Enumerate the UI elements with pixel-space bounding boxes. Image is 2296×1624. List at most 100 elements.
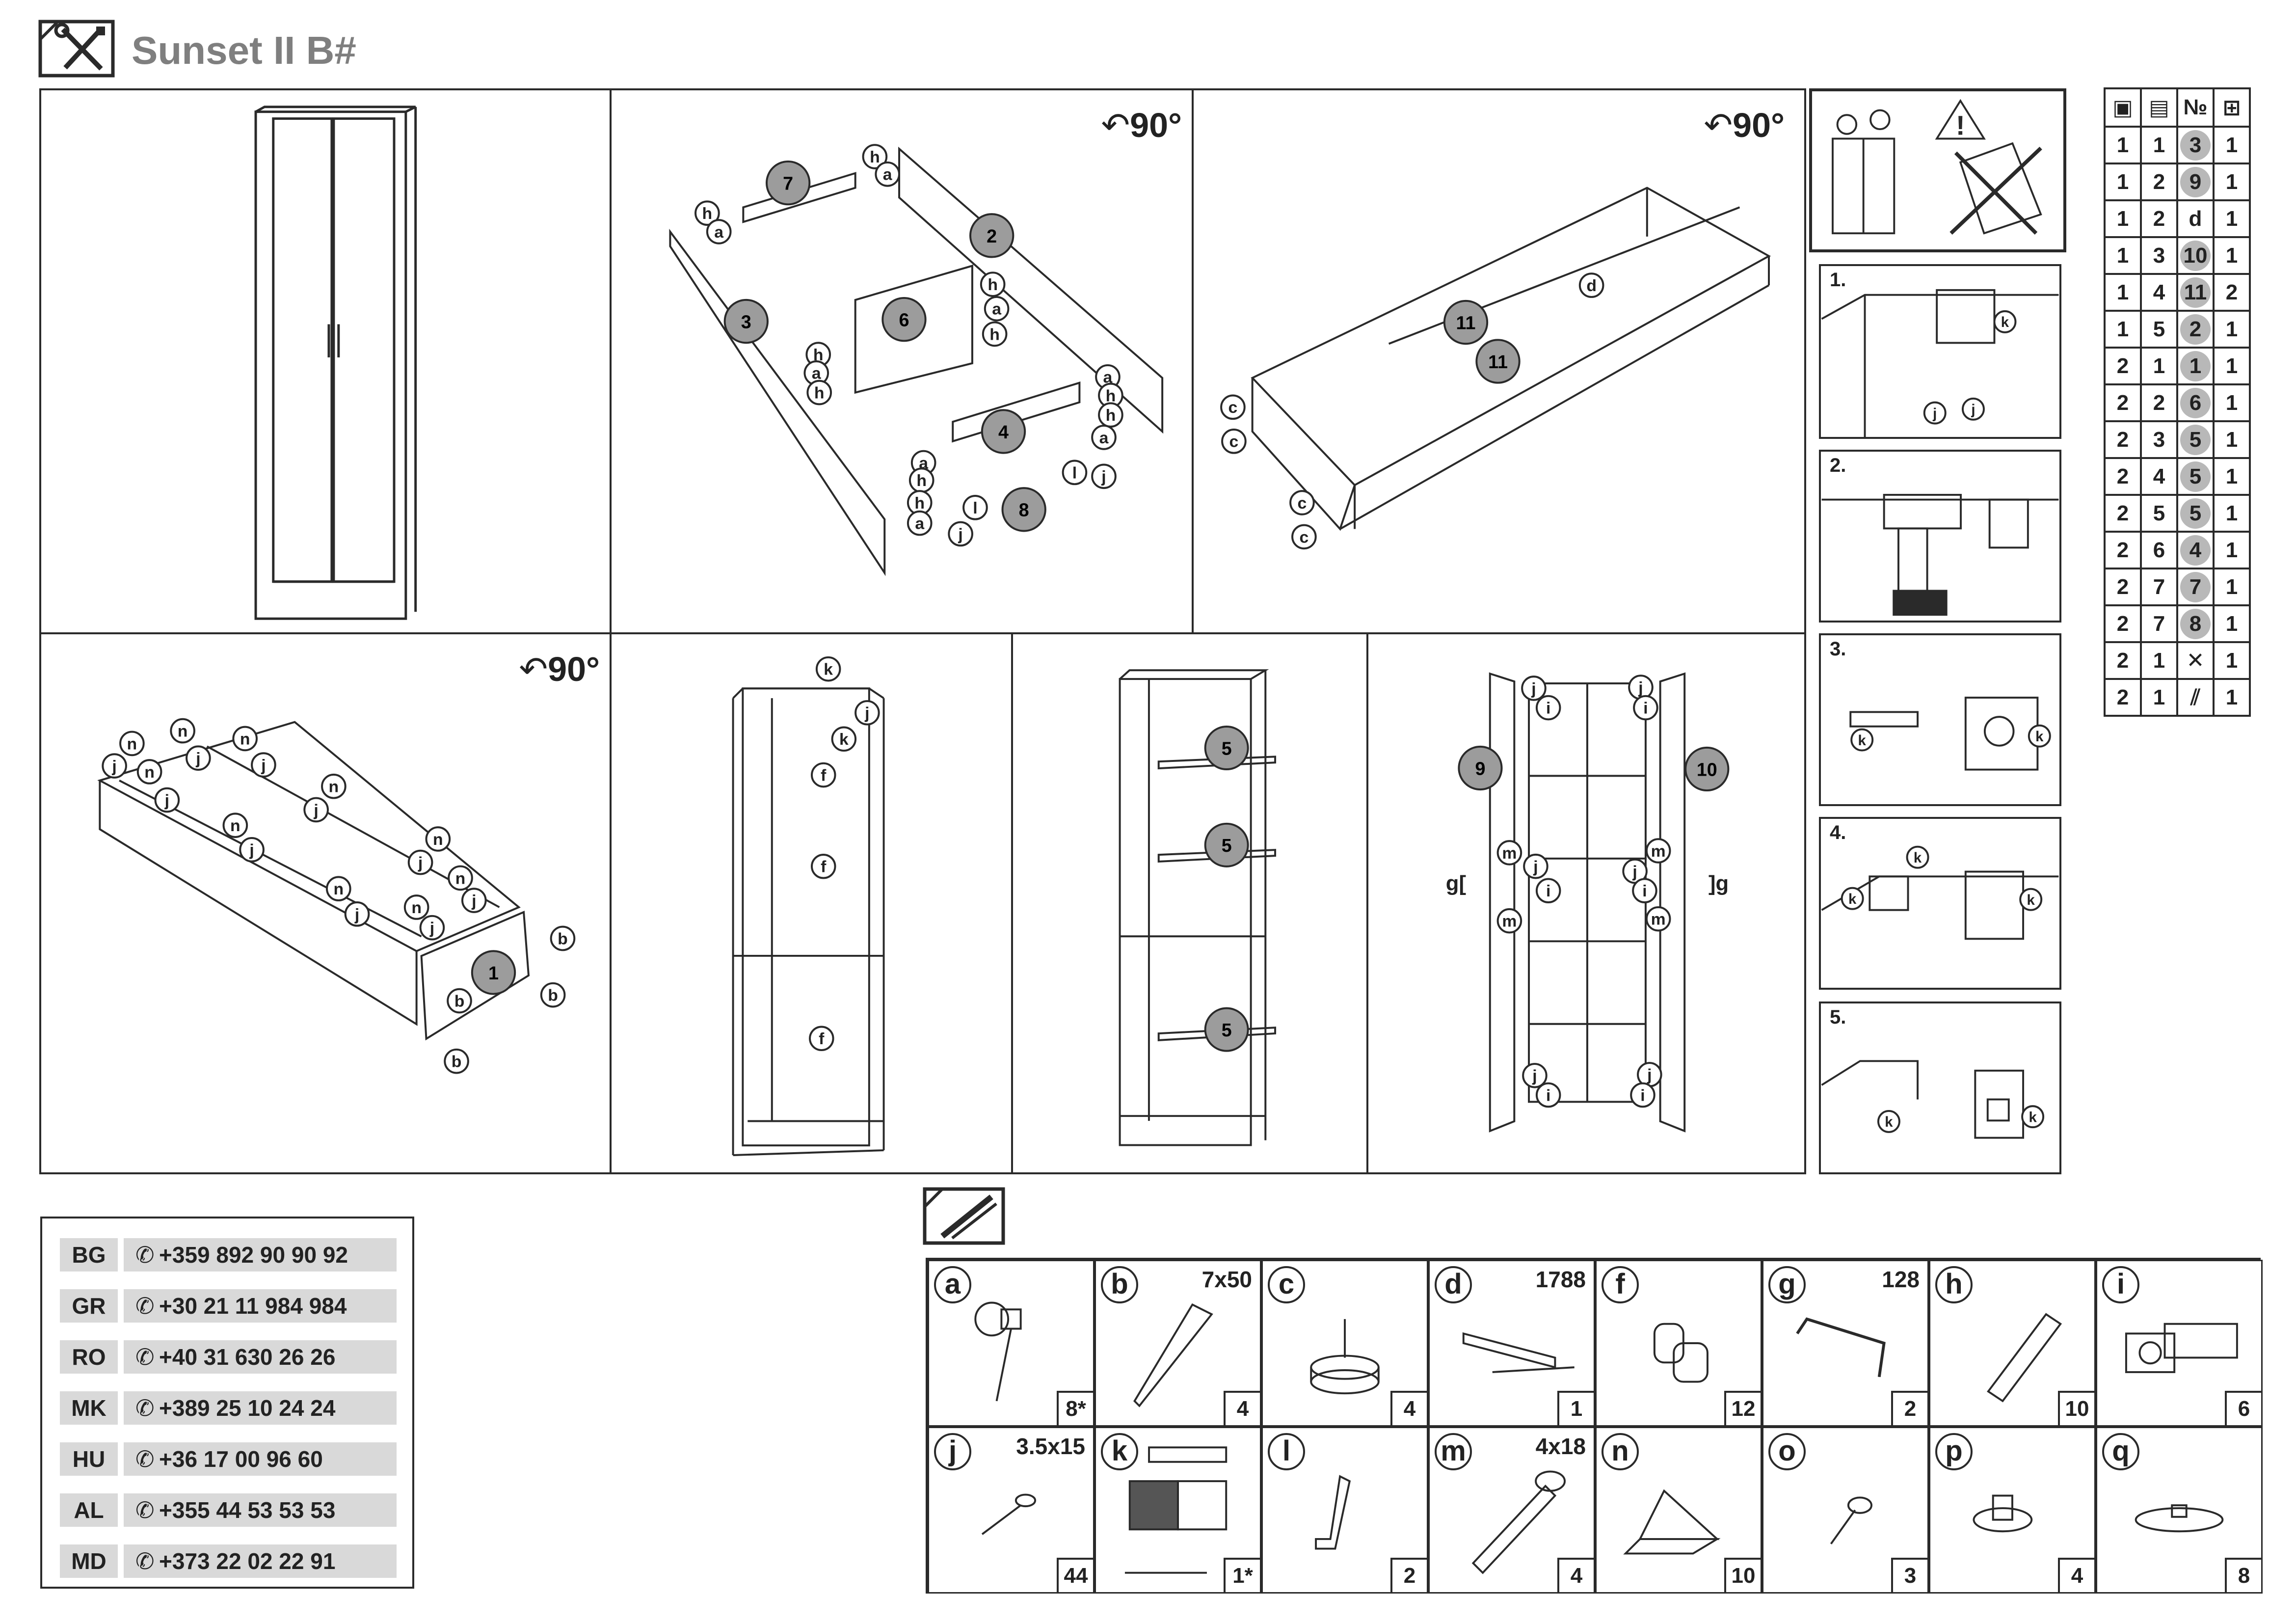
table-cell: 1 (2104, 236, 2142, 275)
table-cell: 2 (2104, 383, 2142, 422)
phone-icon: ✆ (135, 1344, 155, 1370)
table-cell: 4 (2140, 457, 2178, 496)
ball-label: j (864, 704, 869, 723)
country-code: GR (60, 1289, 118, 1323)
ball-label: k (1914, 850, 1922, 866)
phone-row-hu: HU ✆+36 17 00 96 60 (60, 1442, 397, 1476)
phone-number[interactable]: +389 25 10 24 24 (159, 1395, 336, 1421)
table-cell: 6 (2140, 531, 2178, 569)
phone-number[interactable]: +355 44 53 53 53 (159, 1497, 336, 1523)
dowel-icon (1987, 1313, 2062, 1403)
rotate-90-label: ↶90° (519, 650, 600, 688)
ball-label: f (821, 858, 827, 876)
table-cell: 7 (2140, 568, 2178, 606)
part-letter: f (1602, 1266, 1639, 1303)
part-size: 128 (1882, 1267, 1920, 1292)
part-quantity: 8* (1057, 1391, 1093, 1425)
ball-label: ]g (1709, 872, 1729, 895)
country-code: AL (60, 1493, 118, 1527)
warning-icon: ! (1956, 110, 1965, 141)
ball-label: a (812, 364, 821, 383)
ball-label: j (313, 801, 318, 819)
ball-label: j (1971, 402, 1975, 418)
part-quantity: 4 (2058, 1558, 2094, 1592)
frame-illustration: 7 2 3 6 4 8 h a h a h a h h a h a h h a … (669, 144, 1164, 576)
ball-label: k (2035, 729, 2044, 745)
ball-label: h (702, 204, 713, 223)
ball-label: 3 (741, 311, 751, 332)
table-cell: 1 (2213, 126, 2251, 164)
phone-row-md: MD✆+373 22 02 22 91 (60, 1544, 397, 1578)
phone-row-gr: GR✆+30 21 11 984 984 (60, 1289, 397, 1323)
ball-label: c (1228, 398, 1238, 417)
country-code: HU (60, 1442, 118, 1476)
table-cell: 2 (2140, 162, 2178, 201)
table-cell: 1 (2213, 162, 2251, 201)
phone-row-bg: BG✆+359 892 90 90 92 (60, 1238, 397, 1272)
wall-fix-step-2: 2. (1819, 450, 2061, 623)
ball-label: j (418, 854, 423, 872)
ball-label: j (354, 905, 359, 924)
ball-label: n (127, 734, 137, 753)
ball-label: j (471, 892, 476, 910)
part-size: 4x18 (1535, 1434, 1586, 1459)
wall-fix-step-5: 5. k k (1819, 1001, 2061, 1174)
table-cell: 5 (2140, 310, 2178, 349)
phone-number[interactable]: +36 17 00 96 60 (159, 1446, 323, 1472)
table-cell: 2 (2140, 383, 2178, 422)
small-screw-icon (981, 1493, 1037, 1535)
phone-number[interactable]: +40 31 630 26 26 (159, 1344, 336, 1370)
phone-number[interactable]: +359 892 90 90 92 (159, 1242, 348, 1268)
ball-label: 11 (1488, 352, 1508, 372)
ball-label: j (1647, 1066, 1652, 1084)
tools-icon (38, 20, 115, 78)
ball-label: j (249, 841, 254, 860)
country-code: MK (60, 1391, 118, 1425)
ball-label: j (1638, 679, 1643, 697)
ball-label: n (333, 880, 344, 898)
table-cell: 1 (2140, 678, 2178, 717)
ball-label: i (1546, 1086, 1550, 1105)
part-letter: j (934, 1433, 971, 1470)
ball-label: h (914, 494, 925, 513)
assembly-step-6: 9 10 j i j i m j i m m j i m j i j i g[ … (1366, 632, 1806, 1174)
wardrobe-illustration (254, 106, 417, 620)
ball-label: 10 (1697, 759, 1717, 780)
furniture-glide-icon (1310, 1319, 1380, 1395)
ball-label: h (814, 383, 825, 402)
part-number-badge: 5 (2180, 424, 2211, 455)
part-number-badge: 1 (2180, 351, 2211, 381)
table-cell: 2 (2104, 457, 2142, 496)
ball-label: l (973, 499, 977, 517)
angle-bracket-icon (1315, 1475, 1351, 1550)
ball-label: f (819, 1030, 825, 1048)
ball-label: i (1546, 882, 1550, 900)
hardware-c: c 4 (1261, 1260, 1428, 1427)
ball-label: h (989, 325, 1000, 344)
table-cell: 2 (2104, 604, 2142, 643)
ball-label: c (1299, 528, 1308, 546)
part-quantity: 10 (2058, 1391, 2094, 1425)
phone-number[interactable]: +30 21 11 984 984 (159, 1293, 347, 1319)
table-cell: 7 (2176, 568, 2215, 606)
table-cell: 3 (2140, 236, 2178, 275)
assembly-step-5: 5 5 5 (1011, 632, 1368, 1174)
part-quantity: 1 (1557, 1391, 1594, 1425)
part-letter: o (1768, 1433, 1806, 1470)
phone-icon: ✆ (135, 1446, 155, 1472)
hardware-a: a 8* (928, 1260, 1095, 1427)
part-quantity: 8 (2225, 1558, 2261, 1592)
phone-icon: ✆ (135, 1395, 155, 1421)
table-cell: 1 (2213, 310, 2251, 349)
phone-number[interactable]: +373 22 02 22 91 (159, 1548, 336, 1574)
shelf-pin-icon (1653, 1323, 1709, 1383)
ball-label: j (429, 919, 434, 938)
table-cell: 1 (2104, 273, 2142, 312)
table-cell: 1 (2213, 568, 2251, 606)
part-quantity: 12 (1724, 1391, 1761, 1425)
